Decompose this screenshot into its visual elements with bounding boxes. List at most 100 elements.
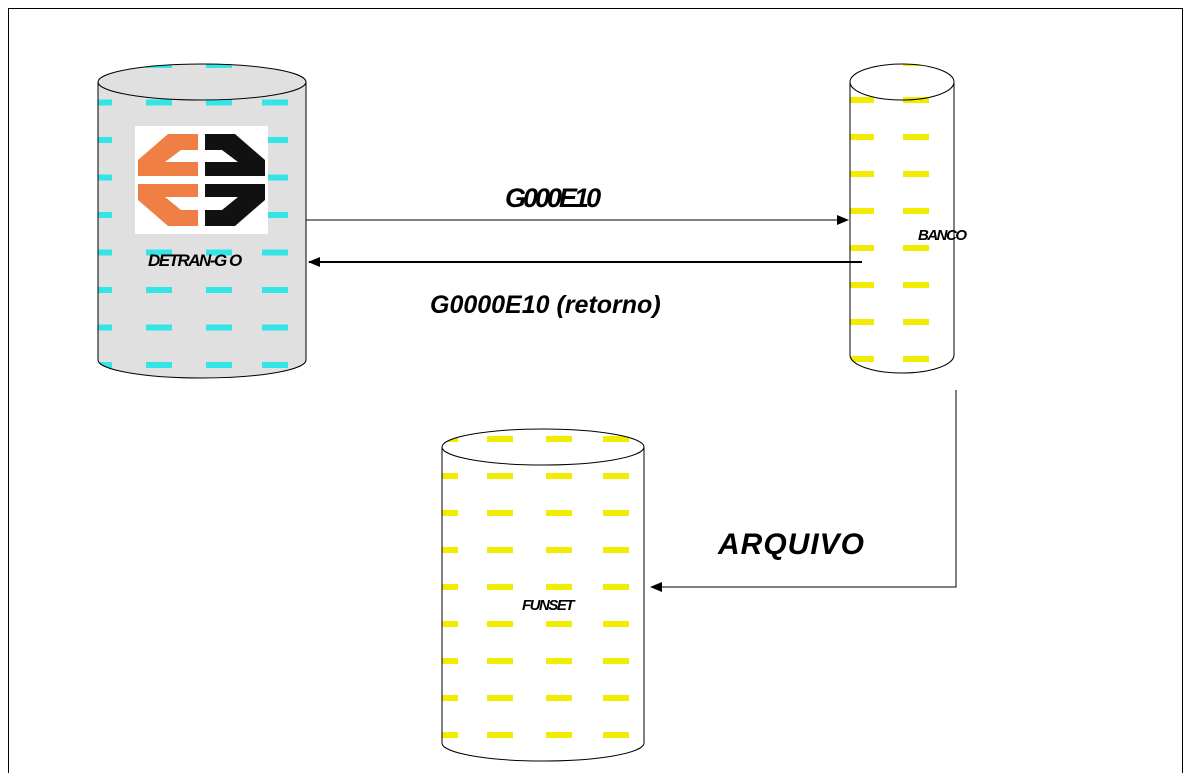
- detran-dash: [262, 64, 288, 68]
- banco-dash: [955, 97, 981, 103]
- funset-dash: [487, 695, 513, 701]
- return-arrow-label: G0000E10 (retorno): [430, 291, 661, 319]
- banco-dash: [955, 356, 981, 362]
- banco-database: BANCO: [849, 60, 981, 374]
- banco-label: BANCO: [918, 227, 967, 244]
- banco-dash: [955, 208, 981, 214]
- detran-dash: [98, 249, 112, 256]
- detran-dash: [206, 99, 232, 106]
- detran-dash: [206, 287, 232, 293]
- banco-dash: [850, 282, 874, 288]
- funset-dash: [546, 658, 572, 664]
- file-arrow: [650, 390, 957, 592]
- banco-dash: [955, 245, 981, 251]
- detran-dash: [206, 249, 232, 256]
- funset-cylinder-outline: [441, 447, 645, 762]
- detran-dash: [98, 174, 112, 181]
- funset-dash: [603, 695, 629, 701]
- banco-dash: [903, 319, 929, 325]
- banco-dash: [955, 282, 981, 288]
- funset-dash: [442, 621, 458, 627]
- detran-database: DETRAN-G O: [97, 63, 307, 379]
- detran-dash: [206, 64, 232, 68]
- banco-dash: [955, 171, 981, 177]
- banco-dash: [850, 64, 874, 66]
- funset-dash: [546, 473, 572, 479]
- funset-dash: [487, 658, 513, 664]
- funset-dash: [442, 436, 458, 442]
- banco-dash: [850, 134, 874, 140]
- detran-dash: [262, 174, 288, 181]
- funset-dash: [603, 584, 629, 590]
- banco-dash: [850, 208, 874, 214]
- banco-dash: [955, 60, 981, 66]
- funset-dash: [442, 473, 458, 479]
- request-arrow-label: G000E10: [505, 183, 601, 213]
- banco-dash: [955, 319, 981, 325]
- funset-dash: [546, 732, 572, 738]
- funset-dash: [487, 436, 513, 442]
- funset-dash: [603, 547, 629, 553]
- funset-dash: [546, 584, 572, 590]
- page-border: [8, 8, 1183, 773]
- funset-label: FUNSET: [522, 597, 576, 614]
- funset-database: FUNSET: [441, 428, 645, 762]
- funset-dash: [546, 547, 572, 553]
- detran-dash: [98, 324, 112, 331]
- banco-dash: [850, 319, 874, 325]
- funset-dash: [603, 621, 629, 627]
- funset-dash: [442, 547, 458, 553]
- detran-dash: [262, 362, 288, 368]
- detran-dash: [262, 249, 288, 256]
- funset-dash: [546, 510, 572, 516]
- banco-dash: [903, 208, 929, 214]
- detran-dash: [262, 137, 288, 143]
- funset-dash: [546, 436, 572, 442]
- banco-dash: [850, 356, 874, 362]
- detran-dash: [146, 362, 172, 368]
- banco-dash: [903, 134, 929, 140]
- funset-dash: [603, 473, 629, 479]
- detran-cylinder-outline: [97, 82, 307, 379]
- banco-dash: [850, 245, 874, 251]
- detran-dash: [262, 212, 288, 218]
- detran-dash: [262, 287, 288, 293]
- detran-dash: [262, 99, 288, 106]
- funset-dash: [442, 732, 458, 738]
- funset-cylinder-body: [442, 447, 644, 761]
- detran-dash: [146, 324, 172, 331]
- banco-cylinder-outline: [849, 82, 955, 374]
- banco-dash: [903, 282, 929, 288]
- detran-cylinder-rim: [97, 63, 307, 101]
- detran-dash: [98, 287, 112, 293]
- banco-dash: [903, 245, 929, 251]
- funset-dash: [487, 473, 513, 479]
- funset-dash: [487, 621, 513, 627]
- detran-dash: [98, 137, 112, 143]
- funset-dash: [603, 436, 629, 442]
- funset-dash: [442, 695, 458, 701]
- detran-dash: [146, 249, 172, 256]
- file-arrow-label: ARQUIVO: [717, 528, 865, 561]
- detran-dash: [98, 64, 112, 68]
- banco-dash-pattern: [850, 60, 981, 362]
- detran-dash: [206, 324, 232, 331]
- banco-dash: [955, 134, 981, 140]
- detran-dash: [98, 362, 112, 368]
- banco-dash: [903, 356, 929, 362]
- funset-dash: [487, 732, 513, 738]
- detran-dash: [262, 324, 288, 331]
- banco-dash: [903, 97, 929, 103]
- detran-cylinder-top: [98, 64, 306, 100]
- banco-dash: [903, 171, 929, 177]
- detran-dash: [146, 287, 172, 293]
- funset-dash: [546, 621, 572, 627]
- banco-dash: [850, 171, 874, 177]
- banco-dash: [850, 97, 874, 103]
- detran-label: DETRAN-G O: [148, 251, 242, 270]
- funset-dash: [603, 658, 629, 664]
- detran-dash: [206, 362, 232, 368]
- funset-dash: [487, 510, 513, 516]
- funset-dash: [546, 695, 572, 701]
- detran-logo-icon: [135, 126, 268, 234]
